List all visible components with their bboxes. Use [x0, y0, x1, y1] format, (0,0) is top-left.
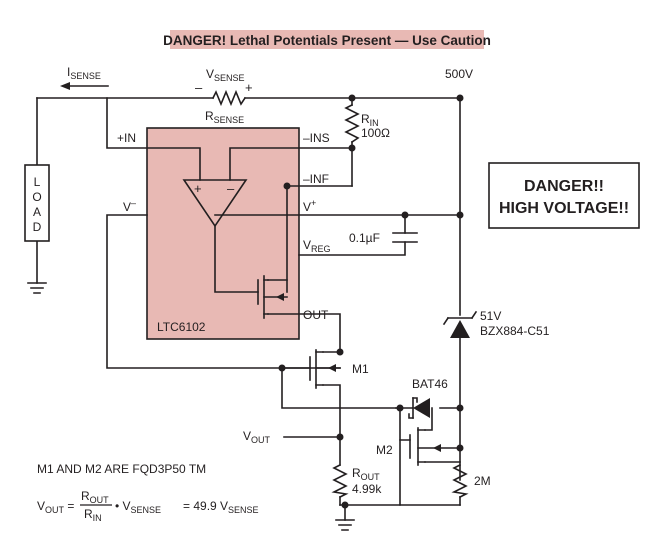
capacitor-value: 0.1µF	[349, 231, 380, 245]
vout-label: VOUT	[243, 429, 271, 445]
ground-symbol-load	[27, 282, 47, 294]
pin-ins-label: –INS	[303, 131, 330, 145]
equation-denominator: RIN	[84, 507, 102, 523]
junction-dots	[278, 94, 464, 509]
pin-vreg-label: VREG	[303, 238, 331, 254]
zener-diode	[442, 310, 478, 338]
rout-value: 4.99k	[352, 482, 382, 496]
rin-label: RIN	[361, 112, 379, 128]
m1-label: M1	[352, 362, 369, 376]
pin-in-label: +IN	[117, 131, 136, 145]
load-letter-d: D	[33, 220, 42, 234]
r2m-resistor	[451, 463, 469, 499]
vsense-plus: +	[245, 80, 253, 95]
ic-label: LTC6102	[157, 320, 206, 334]
rout-label: ROUT	[352, 466, 380, 482]
isense-label: ISENSE	[67, 65, 101, 81]
zener-part: BZX884-C51	[480, 324, 550, 338]
v500-label: 500V	[445, 67, 473, 81]
banner-background	[170, 30, 484, 49]
load-box	[24, 164, 50, 242]
isense-arrowhead	[60, 82, 70, 90]
capacitor	[392, 232, 418, 243]
ltc6102-ic-body	[146, 127, 300, 340]
rout-resistor	[331, 463, 349, 499]
load-letter-l: L	[34, 175, 41, 189]
rsense-label: RSENSE	[205, 109, 244, 125]
rin-resistor	[344, 103, 360, 144]
warning-line-2: HIGH VOLTAGE!!	[499, 200, 629, 217]
pin-vminus-label: V–	[123, 198, 136, 214]
equation-numerator: ROUT	[81, 489, 109, 505]
labels: ISENSE VSENSE + – RSENSE 500V RIN 100Ω +…	[37, 65, 550, 523]
pin-vplus-label: V+	[303, 198, 316, 214]
rin-value: 100Ω	[361, 126, 390, 140]
equation-result: = 49.9 VSENSE	[183, 499, 259, 515]
load-letter-o: O	[32, 190, 41, 204]
vsense-label: VSENSE	[206, 67, 245, 83]
m1-mosfet	[309, 349, 341, 389]
r2m-label: 2M	[474, 474, 491, 488]
fet-note: M1 AND M2 ARE FQD3P50 TM	[37, 462, 206, 476]
pin-inf-label: –INF	[303, 172, 329, 186]
equation-vout: VOUT =	[37, 499, 74, 515]
wires	[36, 97, 461, 521]
opamp-plus: +	[194, 181, 202, 196]
zener-voltage: 51V	[480, 309, 501, 323]
equation-vsense: • VSENSE	[115, 499, 161, 515]
opamp-minus: –	[227, 181, 235, 196]
rsense-resistor	[211, 89, 247, 107]
opamp-triangle	[182, 179, 248, 228]
m2-mosfet	[409, 427, 461, 466]
warning-box	[488, 162, 640, 229]
warning-line-1: DANGER!!	[524, 178, 604, 195]
m2-label: M2	[376, 443, 393, 457]
pin-out-label: OUT	[303, 308, 329, 322]
banner-text: DANGER! Lethal Potentials Present — Use …	[163, 33, 491, 48]
internal-mosfet	[257, 275, 288, 319]
output-equation: VOUT = ROUT RIN • VSENSE = 49.9 VSENSE	[37, 489, 259, 523]
bat46-diode	[395, 397, 430, 419]
ground-symbol-output	[335, 519, 355, 531]
vsense-minus: –	[195, 80, 203, 95]
bat46-label: BAT46	[412, 377, 448, 391]
load-letter-a: A	[33, 205, 41, 219]
